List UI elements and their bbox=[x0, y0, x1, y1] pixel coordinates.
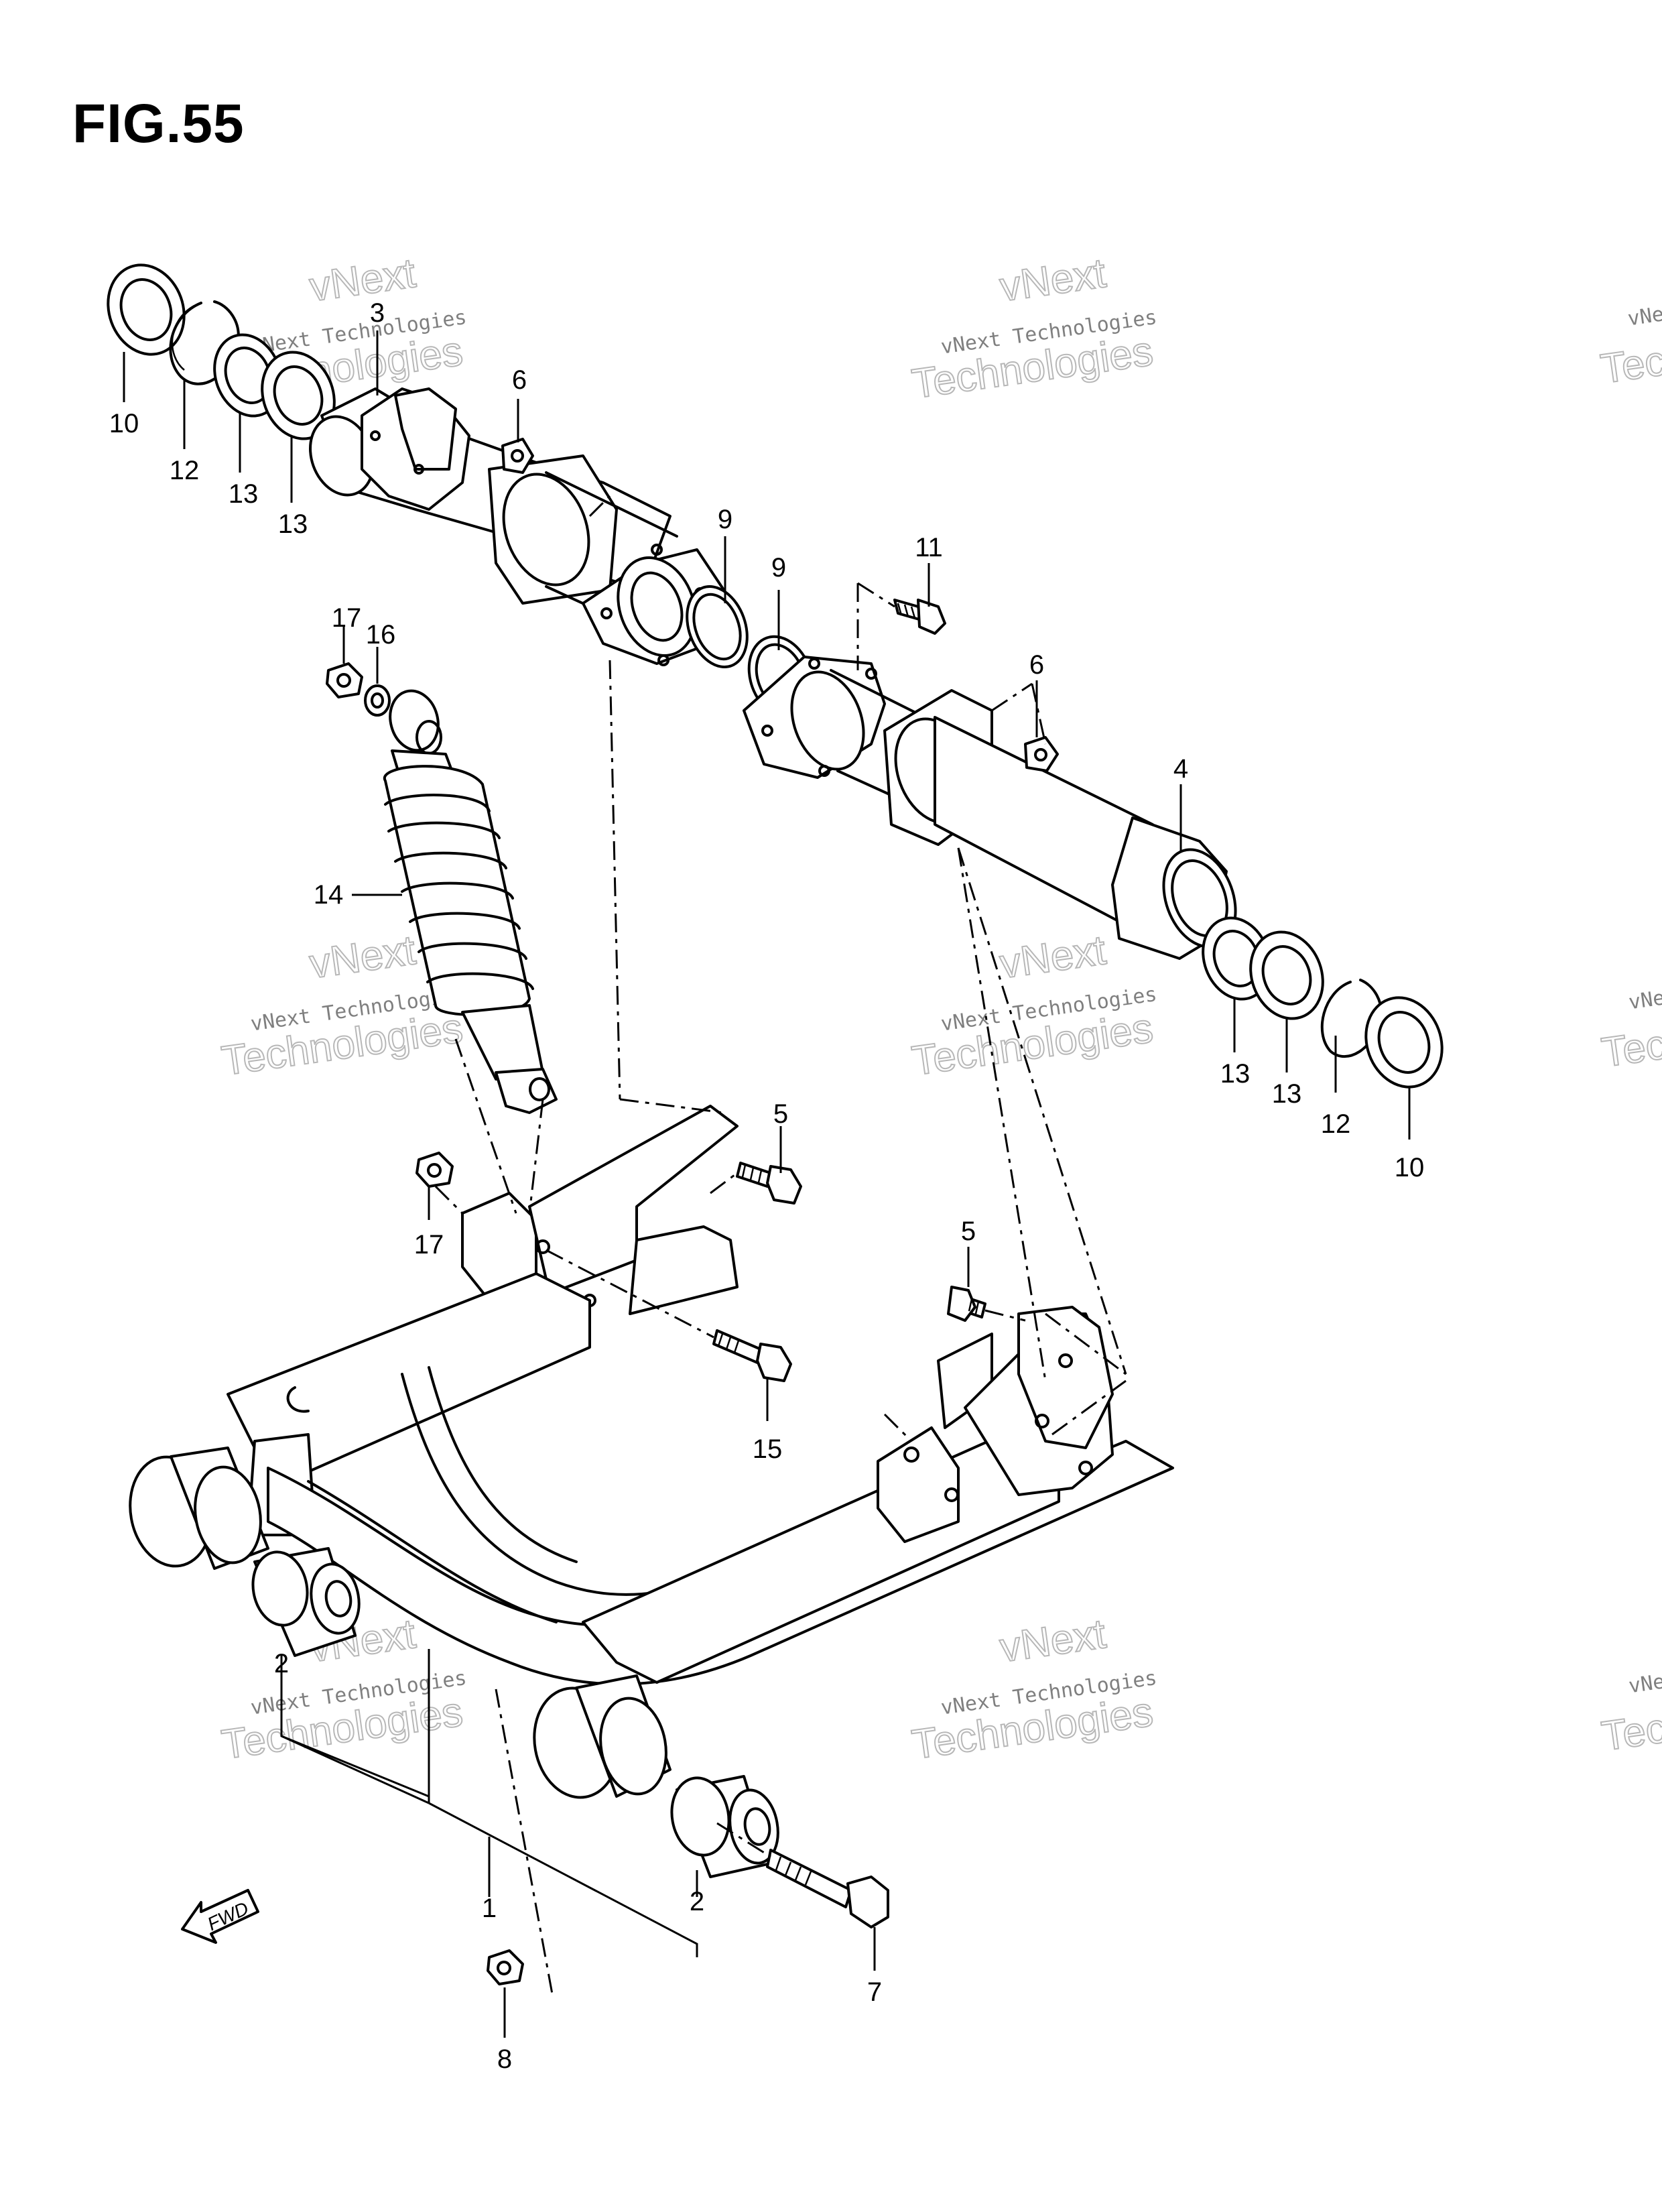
part-13-bearing-right-outer bbox=[1249, 930, 1324, 1020]
callout-13: 13 bbox=[1220, 1059, 1251, 1089]
callout-5: 5 bbox=[773, 1099, 788, 1129]
callout-16: 16 bbox=[366, 620, 396, 650]
watermark-line1: vNext bbox=[997, 250, 1109, 310]
part-4-pivot-tube-right bbox=[743, 656, 1237, 960]
part-12-circlip-left bbox=[169, 300, 240, 385]
watermark-line1: vNext bbox=[997, 927, 1109, 987]
watermark-line2: vNext Technologies bbox=[1627, 961, 1662, 1014]
callout-labels: 10 12 13 13 3 6 9 9 11 6 4 17 16 14 13 1… bbox=[109, 298, 1425, 2074]
callout-3: 3 bbox=[370, 298, 385, 328]
part-2-bushing-left bbox=[251, 1547, 361, 1657]
watermark-line2: vNext Technologies bbox=[1626, 278, 1662, 331]
callout-10: 10 bbox=[109, 409, 139, 438]
part-2-bushing-right bbox=[670, 1775, 779, 1878]
callout-9: 9 bbox=[771, 553, 786, 582]
part-13-bearing-left-inner bbox=[261, 351, 336, 440]
part-14-shock-absorber bbox=[383, 689, 558, 1114]
part-5-bolt-upper bbox=[736, 1162, 802, 1205]
callout-13: 13 bbox=[278, 509, 308, 539]
watermark-line1: vNext bbox=[307, 927, 419, 987]
part-1-swingarm bbox=[129, 1105, 1174, 1799]
part-10-oil-seal-left bbox=[107, 263, 186, 356]
callout-12: 12 bbox=[1321, 1109, 1351, 1139]
leader-lines bbox=[123, 330, 1411, 2038]
part-5-bolt-lower bbox=[947, 1286, 986, 1322]
callout-7: 7 bbox=[867, 1977, 882, 2007]
part-6-nut-upper-right bbox=[1024, 736, 1059, 772]
part-17-nut-lower bbox=[416, 1152, 454, 1188]
part-8-nut bbox=[487, 1949, 524, 1985]
callout-2: 2 bbox=[690, 1887, 704, 1916]
part-17-nut-top bbox=[326, 662, 363, 698]
callout-14: 14 bbox=[314, 880, 344, 910]
callout-11: 11 bbox=[915, 533, 943, 562]
callout-10: 10 bbox=[1395, 1153, 1425, 1182]
part-12-circlip-right bbox=[1320, 979, 1383, 1058]
figure-title: FIG.55 bbox=[72, 93, 245, 154]
part-10-oil-seal-right bbox=[1364, 996, 1444, 1089]
assembly-lines bbox=[434, 495, 1127, 1998]
callout-8: 8 bbox=[497, 2044, 512, 2074]
part-9-o-ring-left bbox=[686, 585, 749, 669]
callout-17: 17 bbox=[414, 1230, 444, 1259]
watermark-line2: vNext Technologies bbox=[1627, 1644, 1662, 1698]
part-11-bolt bbox=[893, 599, 946, 635]
part-15-shock-bolt bbox=[712, 1329, 792, 1382]
forward-arrow-icon: FWD bbox=[181, 1889, 259, 1944]
callout-6: 6 bbox=[1029, 650, 1044, 680]
callout-6: 6 bbox=[512, 365, 527, 395]
watermark-line1: vNext bbox=[307, 250, 419, 310]
callout-17: 17 bbox=[332, 603, 362, 633]
callout-1: 1 bbox=[482, 1894, 497, 1923]
part-16-washer bbox=[364, 684, 391, 717]
part-3-pivot-tube-left bbox=[308, 387, 725, 666]
callout-4: 4 bbox=[1173, 754, 1188, 784]
callout-2: 2 bbox=[274, 1649, 289, 1678]
watermark-line1: vNext bbox=[997, 1611, 1109, 1671]
part-7-pivot-bolt bbox=[766, 1849, 889, 1928]
callout-12: 12 bbox=[170, 456, 200, 485]
callout-15: 15 bbox=[753, 1434, 783, 1464]
callout-13: 13 bbox=[1272, 1079, 1302, 1109]
callout-5: 5 bbox=[961, 1217, 976, 1246]
callout-9: 9 bbox=[718, 505, 732, 534]
part-6-nut-upper-left bbox=[501, 438, 534, 474]
callout-13: 13 bbox=[229, 479, 259, 509]
